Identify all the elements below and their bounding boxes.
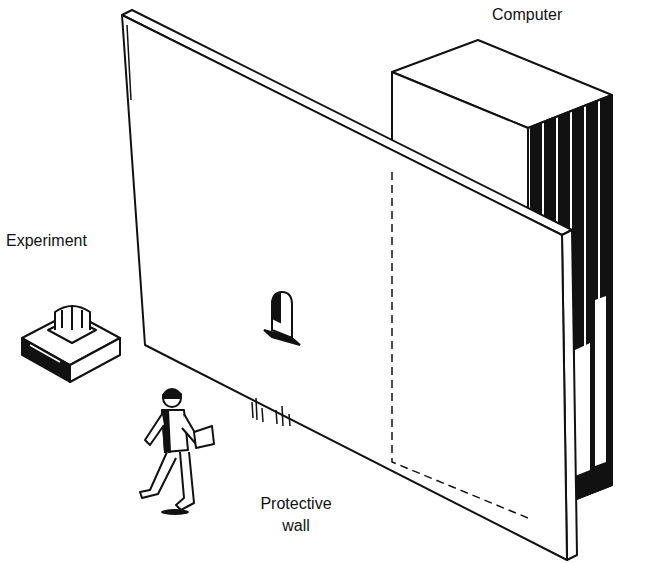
protective-wall (122, 10, 577, 560)
walking-man (140, 389, 214, 515)
grass-tufts (252, 398, 290, 426)
wall-window (264, 292, 300, 345)
part-label: Protective wall (255, 493, 337, 536)
experiment-apparatus (22, 305, 120, 382)
hidden-edges (392, 172, 528, 518)
part-label: Computer (492, 4, 602, 26)
part-label: Experiment (6, 230, 116, 252)
